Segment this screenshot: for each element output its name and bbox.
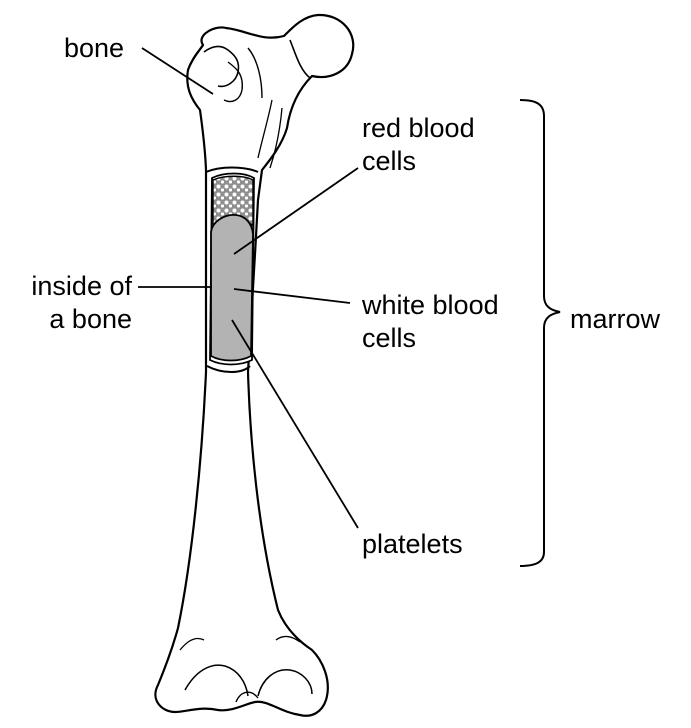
platelets-label: platelets — [362, 528, 463, 561]
white-label-line-1: white blood — [362, 289, 499, 322]
marrow-brace — [520, 100, 560, 566]
red-label-line-2: cells — [362, 145, 475, 178]
femur-bone — [155, 15, 353, 716]
marrow-region — [211, 215, 253, 361]
red-label-line-1: red blood — [362, 112, 475, 145]
white-blood-cells-label: white blood cells — [362, 289, 499, 355]
red-blood-cells-label: red blood cells — [362, 112, 475, 178]
inside-of-a-bone-label: inside of a bone — [0, 270, 132, 336]
marrow-label: marrow — [570, 303, 660, 336]
inside-label-line-1: inside of — [0, 270, 132, 303]
bone-label: bone — [64, 32, 124, 65]
inside-label-line-2: a bone — [0, 303, 132, 336]
white-label-line-2: cells — [362, 322, 499, 355]
